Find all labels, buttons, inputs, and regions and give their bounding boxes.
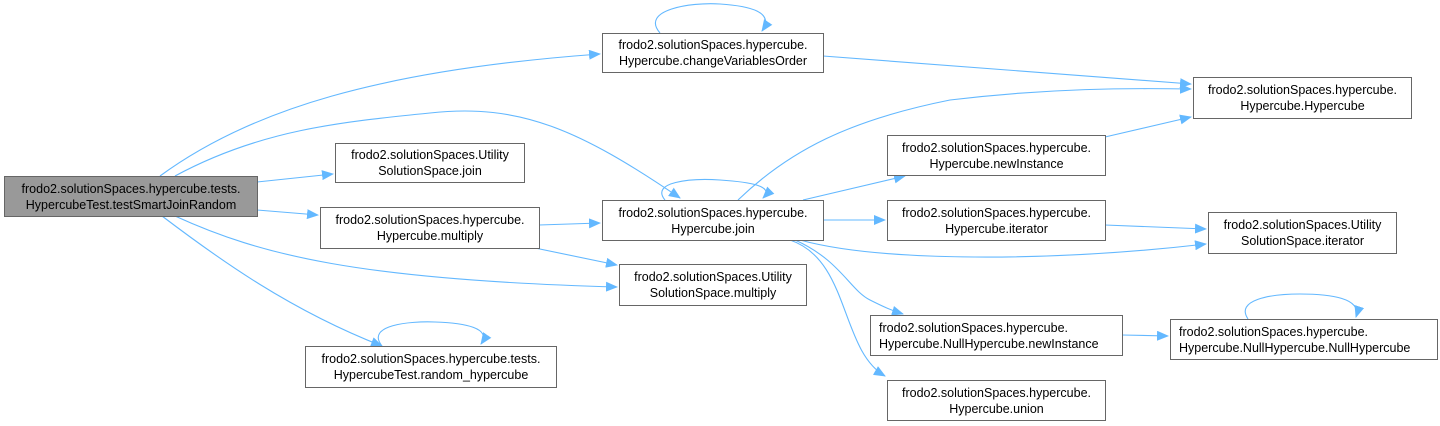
edge-root-to-randomHypercube xyxy=(161,215,383,347)
node-label-line: frodo2.solutionSpaces.hypercube.tests. xyxy=(21,181,241,196)
node-label-line: frodo2.solutionSpaces.hypercube. xyxy=(901,140,1091,155)
edge-root-to-ussJoin xyxy=(256,170,334,183)
edge-hcJoin-to-nullNewInstance xyxy=(794,239,904,316)
edge-randomHypercube-self xyxy=(378,321,492,347)
edge-hcJoin-to-ussIterator xyxy=(799,239,1207,258)
edge-changeVariablesOrder-to-hypercubeCtor xyxy=(822,55,1192,89)
node-hypercube-constructor[interactable]: frodo2.solutionSpaces.hypercube. Hypercu… xyxy=(1193,77,1412,119)
node-random-hypercube[interactable]: frodo2.solutionSpaces.hypercube.tests. H… xyxy=(305,346,557,388)
node-label-line: Hypercube.multiply xyxy=(376,229,484,243)
node-label-line: frodo2.solutionSpaces.hypercube. xyxy=(618,38,808,52)
node-label-line: frodo2.solutionSpaces.hypercube. xyxy=(879,320,1069,335)
node-label-line: Hypercube.NullHypercube.newInstance xyxy=(879,336,1099,351)
node-null-hypercube-constructor[interactable]: frodo2.solutionSpaces.hypercube. Hypercu… xyxy=(1170,319,1438,360)
edge-hcJoin-self xyxy=(661,179,775,201)
node-label-line: frodo2.solutionSpaces.Utility xyxy=(351,148,509,162)
edge-root-to-ussMultiply xyxy=(174,215,618,292)
edge-hcJoin-to-hcUnion xyxy=(789,239,886,377)
node-hypercube-iterator[interactable]: frodo2.solutionSpaces.hypercube. Hypercu… xyxy=(887,200,1106,241)
node-label-line: SolutionSpace.iterator xyxy=(1241,234,1364,248)
node-label-line: frodo2.solutionSpaces.hypercube. xyxy=(618,205,808,220)
node-label-line: Hypercube.Hypercube xyxy=(1240,99,1365,113)
node-root-testSmartJoinRandom[interactable]: frodo2.solutionSpaces.hypercube.tests. H… xyxy=(4,176,258,217)
edge-changeVariablesOrder-self xyxy=(654,3,773,34)
edge-root-to-changeVariablesOrder xyxy=(159,49,601,177)
edge-hcJoin-to-hcNewInstance xyxy=(802,173,906,201)
node-label-line: SolutionSpace.join xyxy=(378,164,482,178)
node-label-line: frodo2.solutionSpaces.hypercube. xyxy=(1207,83,1397,97)
node-label-line: Hypercube.changeVariablesOrder xyxy=(618,54,808,68)
node-label-line: frodo2.solutionSpaces.Utility xyxy=(1223,218,1382,232)
node-label-line: frodo2.solutionSpaces.Utility xyxy=(634,270,792,284)
node-label-line: Hypercube.union xyxy=(949,401,1044,416)
node-label-line: frodo2.solutionSpaces.hypercube. xyxy=(1179,324,1369,339)
edge-root-to-hcMultiply xyxy=(256,209,319,220)
edge-hcNewInstance-to-hypercubeCtor xyxy=(1104,114,1192,138)
node-label-line: frodo2.solutionSpaces.hypercube. xyxy=(335,213,525,227)
node-utility-solution-space-iterator[interactable]: frodo2.solutionSpaces.Utility SolutionSp… xyxy=(1208,212,1397,254)
node-hypercube-union[interactable]: frodo2.solutionSpaces.hypercube. Hypercu… xyxy=(887,380,1106,421)
node-utility-solution-space-join[interactable]: frodo2.solutionSpaces.Utility SolutionSp… xyxy=(335,143,525,183)
node-utility-solution-space-multiply[interactable]: frodo2.solutionSpaces.Utility SolutionSp… xyxy=(619,264,807,306)
node-hypercube-join[interactable]: frodo2.solutionSpaces.hypercube. Hypercu… xyxy=(602,200,824,241)
node-label-line: Hypercube.iterator xyxy=(945,221,1048,236)
node-label-line: Hypercube.NullHypercube.NullHypercube xyxy=(1179,340,1411,355)
node-label-line: frodo2.solutionSpaces.hypercube. xyxy=(901,385,1091,400)
edge-hcMultiply-to-ussMultiply xyxy=(534,247,618,268)
node-label-line: frodo2.solutionSpaces.hypercube.tests. xyxy=(321,352,541,366)
node-null-hypercube-newInstance[interactable]: frodo2.solutionSpaces.hypercube. Hypercu… xyxy=(870,315,1123,356)
edge-root-to-hcJoin xyxy=(174,110,681,199)
edge-hcJoin-to-hypercubeCtor xyxy=(737,83,1192,201)
node-changeVariablesOrder[interactable]: frodo2.solutionSpaces.hypercube. Hypercu… xyxy=(602,33,824,73)
node-label-line: Hypercube.join xyxy=(671,221,755,236)
node-hypercube-multiply[interactable]: frodo2.solutionSpaces.hypercube. Hypercu… xyxy=(320,207,540,249)
node-hypercube-newInstance[interactable]: frodo2.solutionSpaces.hypercube. Hypercu… xyxy=(887,135,1106,176)
edge-nullNewInstance-to-nullCtor xyxy=(1121,330,1169,341)
node-label-line: HypercubeTest.testSmartJoinRandom xyxy=(25,197,237,212)
edge-hcMultiply-to-hcJoin xyxy=(538,218,601,229)
edge-nullCtor-self xyxy=(1244,293,1365,320)
node-label-line: HypercubeTest.random_hypercube xyxy=(333,368,529,382)
node-label-line: SolutionSpace.multiply xyxy=(649,286,777,300)
node-label-line: frodo2.solutionSpaces.hypercube. xyxy=(901,205,1091,220)
edge-hcIterator-to-ussIterator xyxy=(1104,223,1207,234)
node-label-line: Hypercube.newInstance xyxy=(929,156,1064,171)
